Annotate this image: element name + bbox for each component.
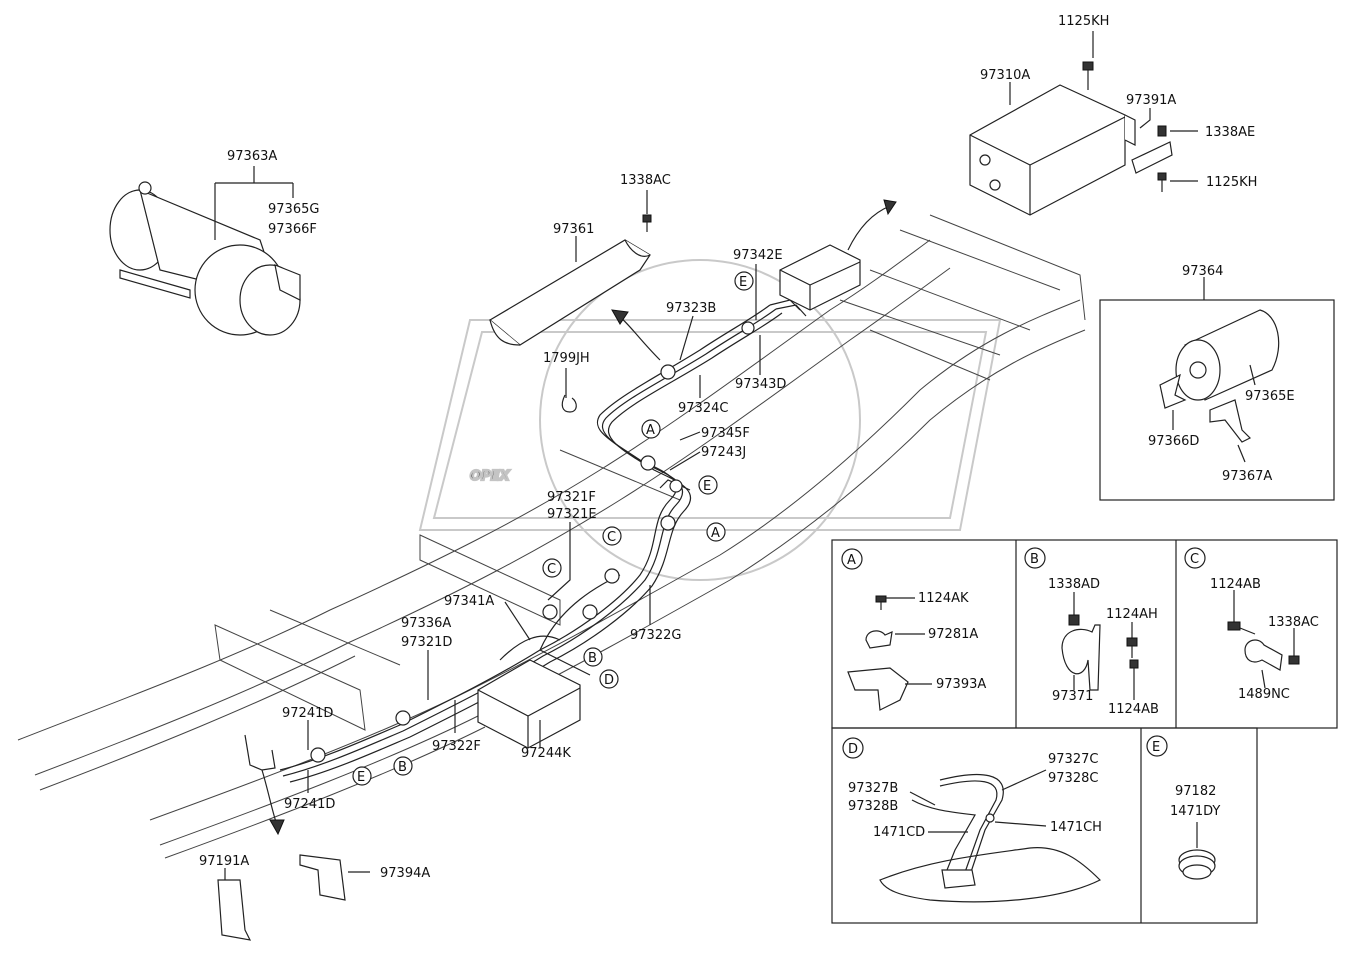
label-1489NC: 1489NC [1238,687,1290,702]
detail-e-letter: E [1152,740,1160,755]
label-97310A: 97310A [980,68,1030,83]
label-1338AD: 1338AD [1048,577,1100,592]
chassis-frame [17,214,1086,859]
detail-c-letter: C [1190,552,1199,567]
label-1471CD: 1471CD [873,825,925,840]
canister [779,244,861,311]
label-97327C: 97327C [1048,752,1098,767]
callout-a-mid-letter: A [711,526,720,541]
small-parts [217,214,652,941]
callout-b-low-letter: B [398,760,407,775]
label-97241D-b: 97241D [284,797,335,812]
callout-a-mid [706,522,726,542]
label-97244K: 97244K [521,746,571,761]
label-97328B: 97328B [848,799,898,814]
callout-c-low [542,558,562,578]
callout-e-top-letter: E [739,275,747,290]
label-97361: 97361 [553,222,594,237]
label-97391A: 97391A [1126,93,1176,108]
label-97343D: 97343D [735,377,786,392]
label-1125KH-a: 1125KH [1058,14,1109,29]
label-1338AC-c: 1338AC [1268,615,1319,630]
label-97341A: 97341A [444,594,494,609]
label-97323B: 97323B [666,301,716,316]
detail-panels [831,539,1338,924]
label-1799JH: 1799JH [543,351,590,366]
label-97394A: 97394A [380,866,430,881]
callout-b-low [393,756,413,776]
leader-lines [214,31,1198,880]
pointer-arrows [261,199,897,836]
label-97328C: 97328C [1048,771,1098,786]
heat-shield [488,239,651,346]
callout-e-mid [698,475,718,495]
label-97321D: 97321D [401,635,452,650]
callout-d-tank [599,669,619,689]
detail-e: E 97182 1471DY [1146,735,1220,880]
fuel-pump-assembly [109,181,301,336]
label-97321E: 97321E [547,507,597,522]
callout-c-mid-letter: C [607,530,616,545]
detail-c: C 1124AB 1338AC 1489NC [1184,547,1319,702]
box-97364: 97364 97365E 97366D 97367A [1099,264,1335,501]
callout-d-tank-letter: D [604,673,614,688]
main-callouts: E A E A C C B D B E [310,271,755,786]
control-unit [969,61,1173,216]
watermark-logo: OPEX [418,259,1002,581]
fuel-tank [477,649,591,749]
callout-b-tank-letter: B [588,651,597,666]
label-97363A: 97363A [227,149,277,164]
label-1471DY: 1471DY [1170,804,1220,819]
label-97182: 97182 [1175,784,1216,799]
detail-d-letter: D [848,742,858,757]
callout-b-tank [583,647,603,667]
label-1338AC-top: 1338AC [620,173,671,188]
label-97366F: 97366F [268,222,317,237]
label-1124AB-c: 1124AB [1210,577,1261,592]
label-1338AE: 1338AE [1205,125,1255,140]
label-1124AB-b: 1124AB [1108,702,1159,717]
label-1124AH: 1124AH [1106,607,1158,622]
label-97336A: 97336A [401,616,451,631]
main-labels: 97363A 97365G 97366F 1338AC 97361 97342E… [199,14,1257,881]
label-97321F: 97321F [547,490,596,505]
callout-a-top-letter: A [646,423,655,438]
label-97367A: 97367A [1222,469,1272,484]
label-97281A: 97281A [928,627,978,642]
label-97324C: 97324C [678,401,728,416]
detail-a-letter: A [847,553,856,568]
label-1471CH: 1471CH [1050,820,1102,835]
detail-a: A 1124AK 97281A 97393A [841,548,986,711]
label-97342E: 97342E [733,248,783,263]
label-97327B: 97327B [848,781,898,796]
callout-c-mid [602,526,622,546]
box-97364-title: 97364 [1182,264,1223,279]
callout-a-top [641,419,661,439]
callout-e-low [352,766,372,786]
label-97345F: 97345F [701,426,750,441]
callout-c-low-letter: C [547,562,556,577]
label-97191A: 97191A [199,854,249,869]
label-97243J: 97243J [701,445,746,460]
label-97393A: 97393A [936,677,986,692]
callout-e-mid-letter: E [703,479,711,494]
label-97322G: 97322G [630,628,681,643]
detail-b-letter: B [1030,552,1039,567]
label-97365G: 97365G [268,202,319,217]
label-1125KH-b: 1125KH [1206,175,1257,190]
watermark-text: OPEX [470,469,510,484]
label-97241D-a: 97241D [282,706,333,721]
detail-b: B 1338AD 1124AH 97371 1124AB [1024,547,1159,717]
label-97365E: 97365E [1245,389,1295,404]
detail-d: D 97327C 97328C 97327B 97328B 1471CD 147… [842,737,1102,903]
label-1124AK: 1124AK [918,591,969,606]
label-97322F: 97322F [432,739,481,754]
label-97366D: 97366D [1148,434,1199,449]
callout-e-low-letter: E [357,770,365,785]
callout-e-top [734,271,754,291]
label-97371: 97371 [1052,689,1093,704]
